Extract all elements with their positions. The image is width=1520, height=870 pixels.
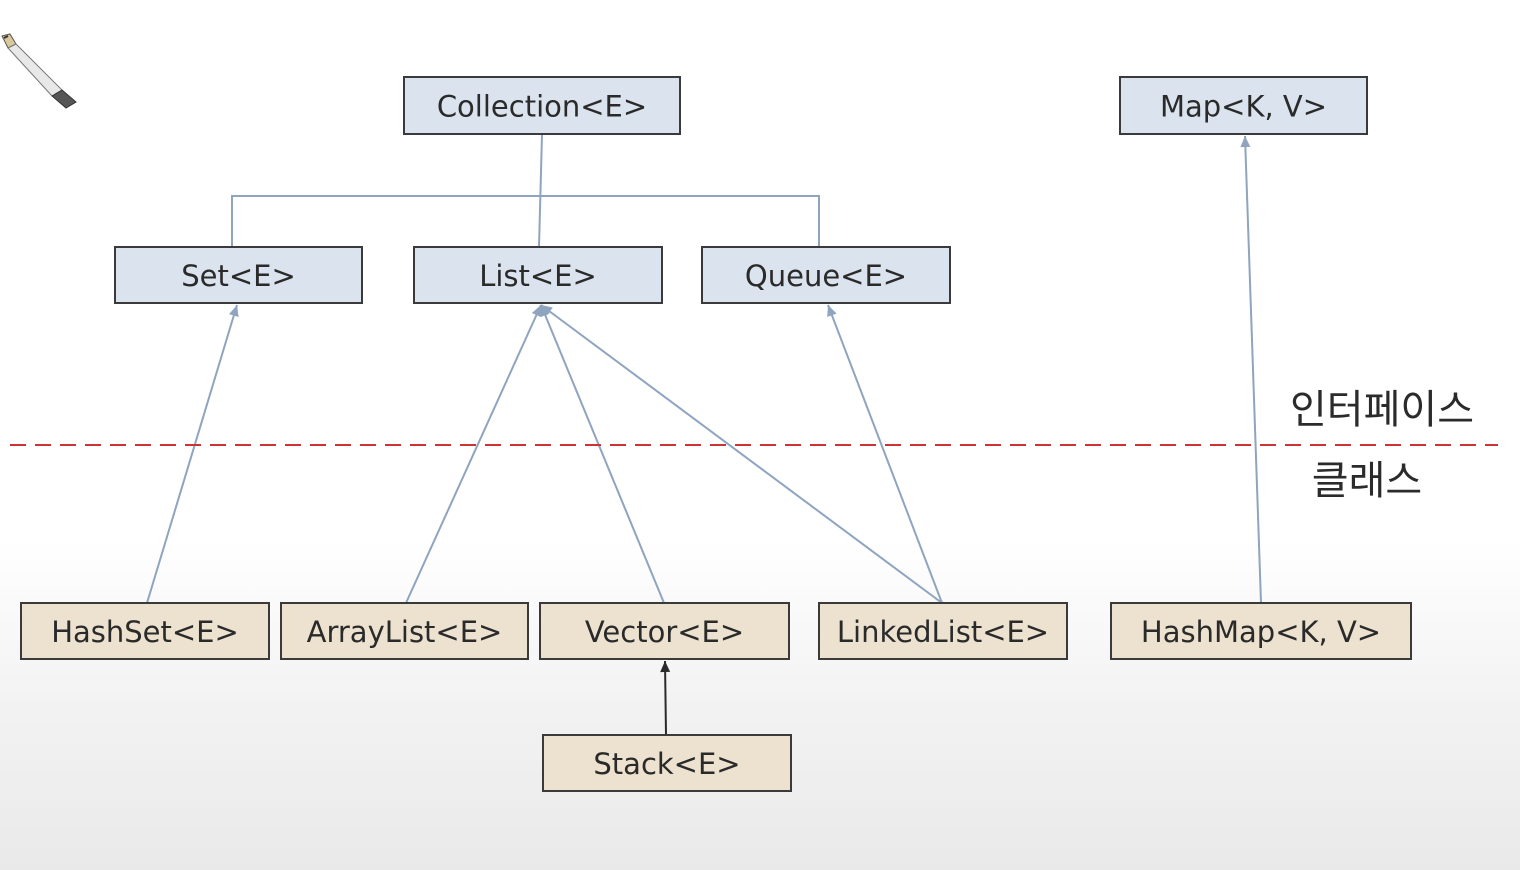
class-node-linkedlist: LinkedList<E> xyxy=(818,602,1068,660)
connector-layer xyxy=(146,133,1262,736)
interface-node-map: Map<K, V> xyxy=(1119,76,1368,135)
arrowhead-stack-vector xyxy=(660,661,671,673)
implements-arrow-linkedlist-queue xyxy=(827,304,943,604)
node-layer: Collection<E> Set<E> List<E> Queue<E> Map<K,… xyxy=(20,76,1412,792)
class-label-stack: Stack<E> xyxy=(593,747,740,781)
extends-arrow-stack-vector xyxy=(664,660,667,736)
class-label-linkedlist: LinkedList<E> xyxy=(837,615,1049,649)
class-box-vector xyxy=(539,602,790,660)
class-box-hashmap xyxy=(1110,602,1412,660)
interface-node-collection: Collection<E> xyxy=(403,76,681,135)
hierarchy-connector xyxy=(231,133,820,248)
class-box-linkedlist xyxy=(818,602,1068,660)
interface-label-set: Set<E> xyxy=(181,259,296,293)
interface-label-map: Map<K, V> xyxy=(1160,90,1327,124)
class-label-hashset: HashSet<E> xyxy=(51,615,239,649)
interface-legend-label: 인터페이스 xyxy=(1290,387,1474,433)
interface-node-queue: Queue<E> xyxy=(701,246,951,304)
pen-cursor-icon xyxy=(1,33,77,109)
implements-arrow-hashmap-map xyxy=(1244,135,1262,604)
class-box-arraylist xyxy=(280,602,529,660)
interface-label-list: List<E> xyxy=(479,259,597,293)
class-label-hashmap: HashMap<K, V> xyxy=(1141,615,1381,649)
class-node-hashset: HashSet<E> xyxy=(20,602,270,660)
arrowhead-arraylist-list xyxy=(531,305,542,318)
interface-label-collection: Collection<E> xyxy=(437,90,647,124)
interface-box-map xyxy=(1119,76,1368,135)
class-box-stack xyxy=(542,734,792,792)
interface-box-queue xyxy=(701,246,951,304)
implements-arrow-vector-list xyxy=(540,304,665,604)
interface-label-queue: Queue<E> xyxy=(745,259,907,293)
interface-box-list xyxy=(413,246,663,304)
class-legend-label: 클래스 xyxy=(1312,458,1422,504)
arrowhead-hashset-set xyxy=(229,305,239,317)
implements-arrow-linkedlist-list xyxy=(540,304,943,604)
class-label-vector: Vector<E> xyxy=(585,615,744,649)
arrowhead-hashmap-map xyxy=(1240,136,1251,148)
implements-arrow-hashset-set xyxy=(146,304,238,604)
interface-box-collection xyxy=(403,76,681,135)
implements-arrow-arraylist-list xyxy=(405,304,542,604)
class-node-vector: Vector<E> xyxy=(539,602,790,660)
arrowhead-linkedlist-list xyxy=(541,305,553,316)
class-node-arraylist: ArrayList<E> xyxy=(280,602,529,660)
class-box-hashset xyxy=(20,602,270,660)
arrowhead-linkedlist-queue xyxy=(827,305,837,318)
class-node-hashmap: HashMap<K, V> xyxy=(1110,602,1412,660)
interface-node-set: Set<E> xyxy=(114,246,363,304)
interface-box-set xyxy=(114,246,363,304)
class-node-stack: Stack<E> xyxy=(542,734,792,792)
interface-node-list: List<E> xyxy=(413,246,663,304)
class-label-arraylist: ArrayList<E> xyxy=(307,615,503,649)
